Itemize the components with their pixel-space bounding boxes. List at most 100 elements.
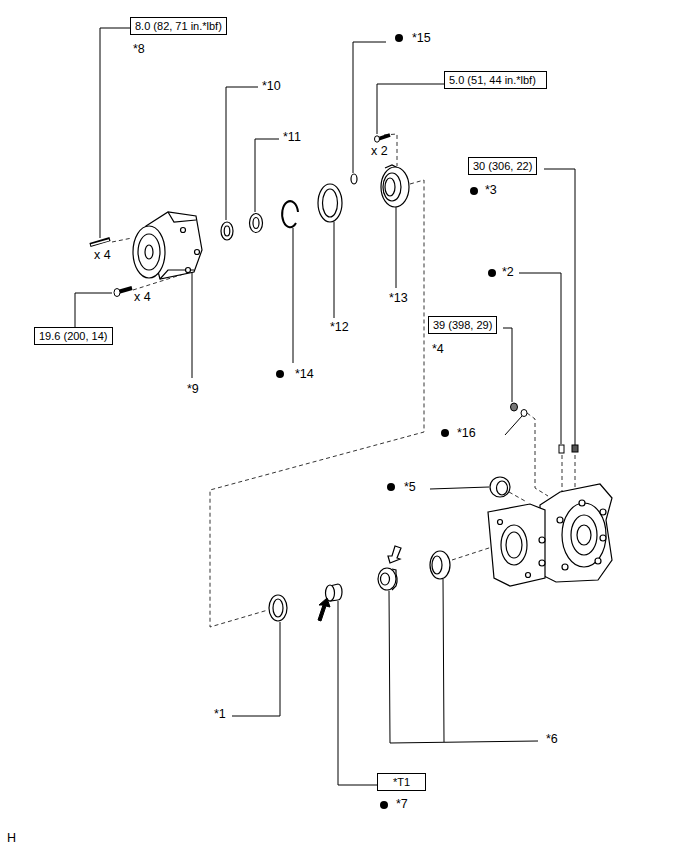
extension-housing (195, 250, 200, 255)
extension-housing (133, 226, 165, 278)
replace-bullet (387, 483, 395, 491)
callout-number: *16 (456, 427, 477, 441)
torque-spec-box: *T1 (377, 773, 426, 791)
plug (572, 445, 578, 452)
plug (511, 403, 579, 453)
extension-housing (186, 268, 191, 273)
callout-number: *12 (329, 321, 350, 335)
leader-line (226, 87, 258, 220)
bolt (90, 135, 390, 297)
extension-housing (133, 212, 202, 279)
plug (559, 445, 564, 453)
bolt (90, 239, 110, 245)
seal-ring (221, 165, 510, 621)
leader-line (505, 416, 522, 435)
seal-ring (385, 178, 395, 196)
replace-bullet (470, 187, 478, 195)
differential-carrier (557, 517, 563, 523)
differential-carrier (539, 537, 545, 543)
plug (521, 410, 527, 417)
leader-line (503, 328, 512, 402)
seal-ring (318, 184, 342, 222)
seal-ring (282, 201, 298, 227)
seal-ring (351, 174, 357, 184)
leader-line (430, 487, 489, 489)
extension-housing (168, 212, 196, 222)
assembly-line (452, 547, 492, 560)
callout-number: *13 (388, 292, 409, 306)
torque-spec-box: 5.0 (51, 44 in.*lbf) (444, 71, 547, 89)
seal-ring (253, 218, 259, 229)
seal-ring (430, 551, 450, 579)
callout-number: *2 (501, 266, 515, 280)
differential-carrier (501, 525, 527, 565)
bolt (91, 240, 109, 245)
seal-ring (381, 573, 390, 585)
replace-bullet (380, 801, 388, 809)
seal-ring (250, 214, 263, 233)
callout-number: x 2 (370, 145, 389, 159)
leader-line (396, 207, 397, 288)
spec-text: 30 (306, 22) (473, 160, 532, 172)
differential-carrier (540, 484, 612, 582)
torque-spec-box: 30 (306, 22) (468, 157, 537, 175)
differential-carrier (562, 564, 568, 570)
callout-number: H (6, 832, 17, 846)
callout-number: *15 (411, 32, 432, 46)
extension-housing (181, 228, 186, 233)
assembly-line (112, 238, 132, 242)
callout-number: *6 (545, 733, 559, 747)
replace-bullet (441, 429, 449, 437)
callout-number: *4 (431, 343, 445, 357)
bolt (375, 136, 380, 142)
callout-number: *7 (395, 798, 409, 812)
assembly-line (210, 180, 424, 627)
leader-line (377, 84, 444, 134)
direction-arrow (318, 598, 330, 621)
leader-line (255, 139, 279, 212)
leader-line (232, 622, 280, 716)
replace-bullet (395, 34, 403, 42)
direction-arrow (318, 546, 401, 621)
seal-ring (383, 173, 401, 201)
differential-carrier (571, 515, 597, 555)
leader-line (192, 272, 193, 378)
differential-carrier (579, 500, 585, 506)
leader-line (75, 28, 575, 785)
extension-housing (145, 245, 153, 259)
leader-line (293, 228, 294, 363)
callout-number: *8 (132, 43, 146, 57)
leader-line (100, 28, 130, 238)
seal-ring (224, 226, 230, 236)
callout-number: x 4 (93, 249, 112, 263)
plug (511, 403, 518, 411)
callout-number: x 4 (133, 291, 152, 305)
leader-line (389, 591, 538, 743)
seal-ring (392, 569, 397, 590)
callout-number: *9 (186, 383, 200, 397)
callout-number: *5 (403, 481, 417, 495)
callout-number: *3 (484, 184, 498, 198)
extension-housing (138, 234, 160, 270)
spec-text: 8.0 (82, 71 in.*lbf) (135, 20, 222, 32)
direction-arrow (388, 546, 401, 563)
torque-spec-box: 39 (398, 29) (428, 316, 497, 334)
differential-carrier (488, 504, 545, 586)
assembly-line (112, 134, 575, 627)
assembly-line (562, 455, 563, 496)
differential-carrier (595, 558, 601, 564)
replace-bullet (276, 370, 284, 378)
seal-ring (273, 599, 283, 617)
seal-ring (497, 481, 508, 495)
replace-bullet (276, 34, 496, 809)
seal-ring (381, 167, 409, 207)
seal-ring (221, 222, 233, 240)
differential-carrier (562, 503, 606, 567)
leader-line (519, 273, 561, 444)
differential-carrier (539, 560, 545, 566)
differential-carrier (506, 532, 522, 558)
callout-number: *11 (282, 131, 302, 145)
leader-line (544, 169, 575, 445)
